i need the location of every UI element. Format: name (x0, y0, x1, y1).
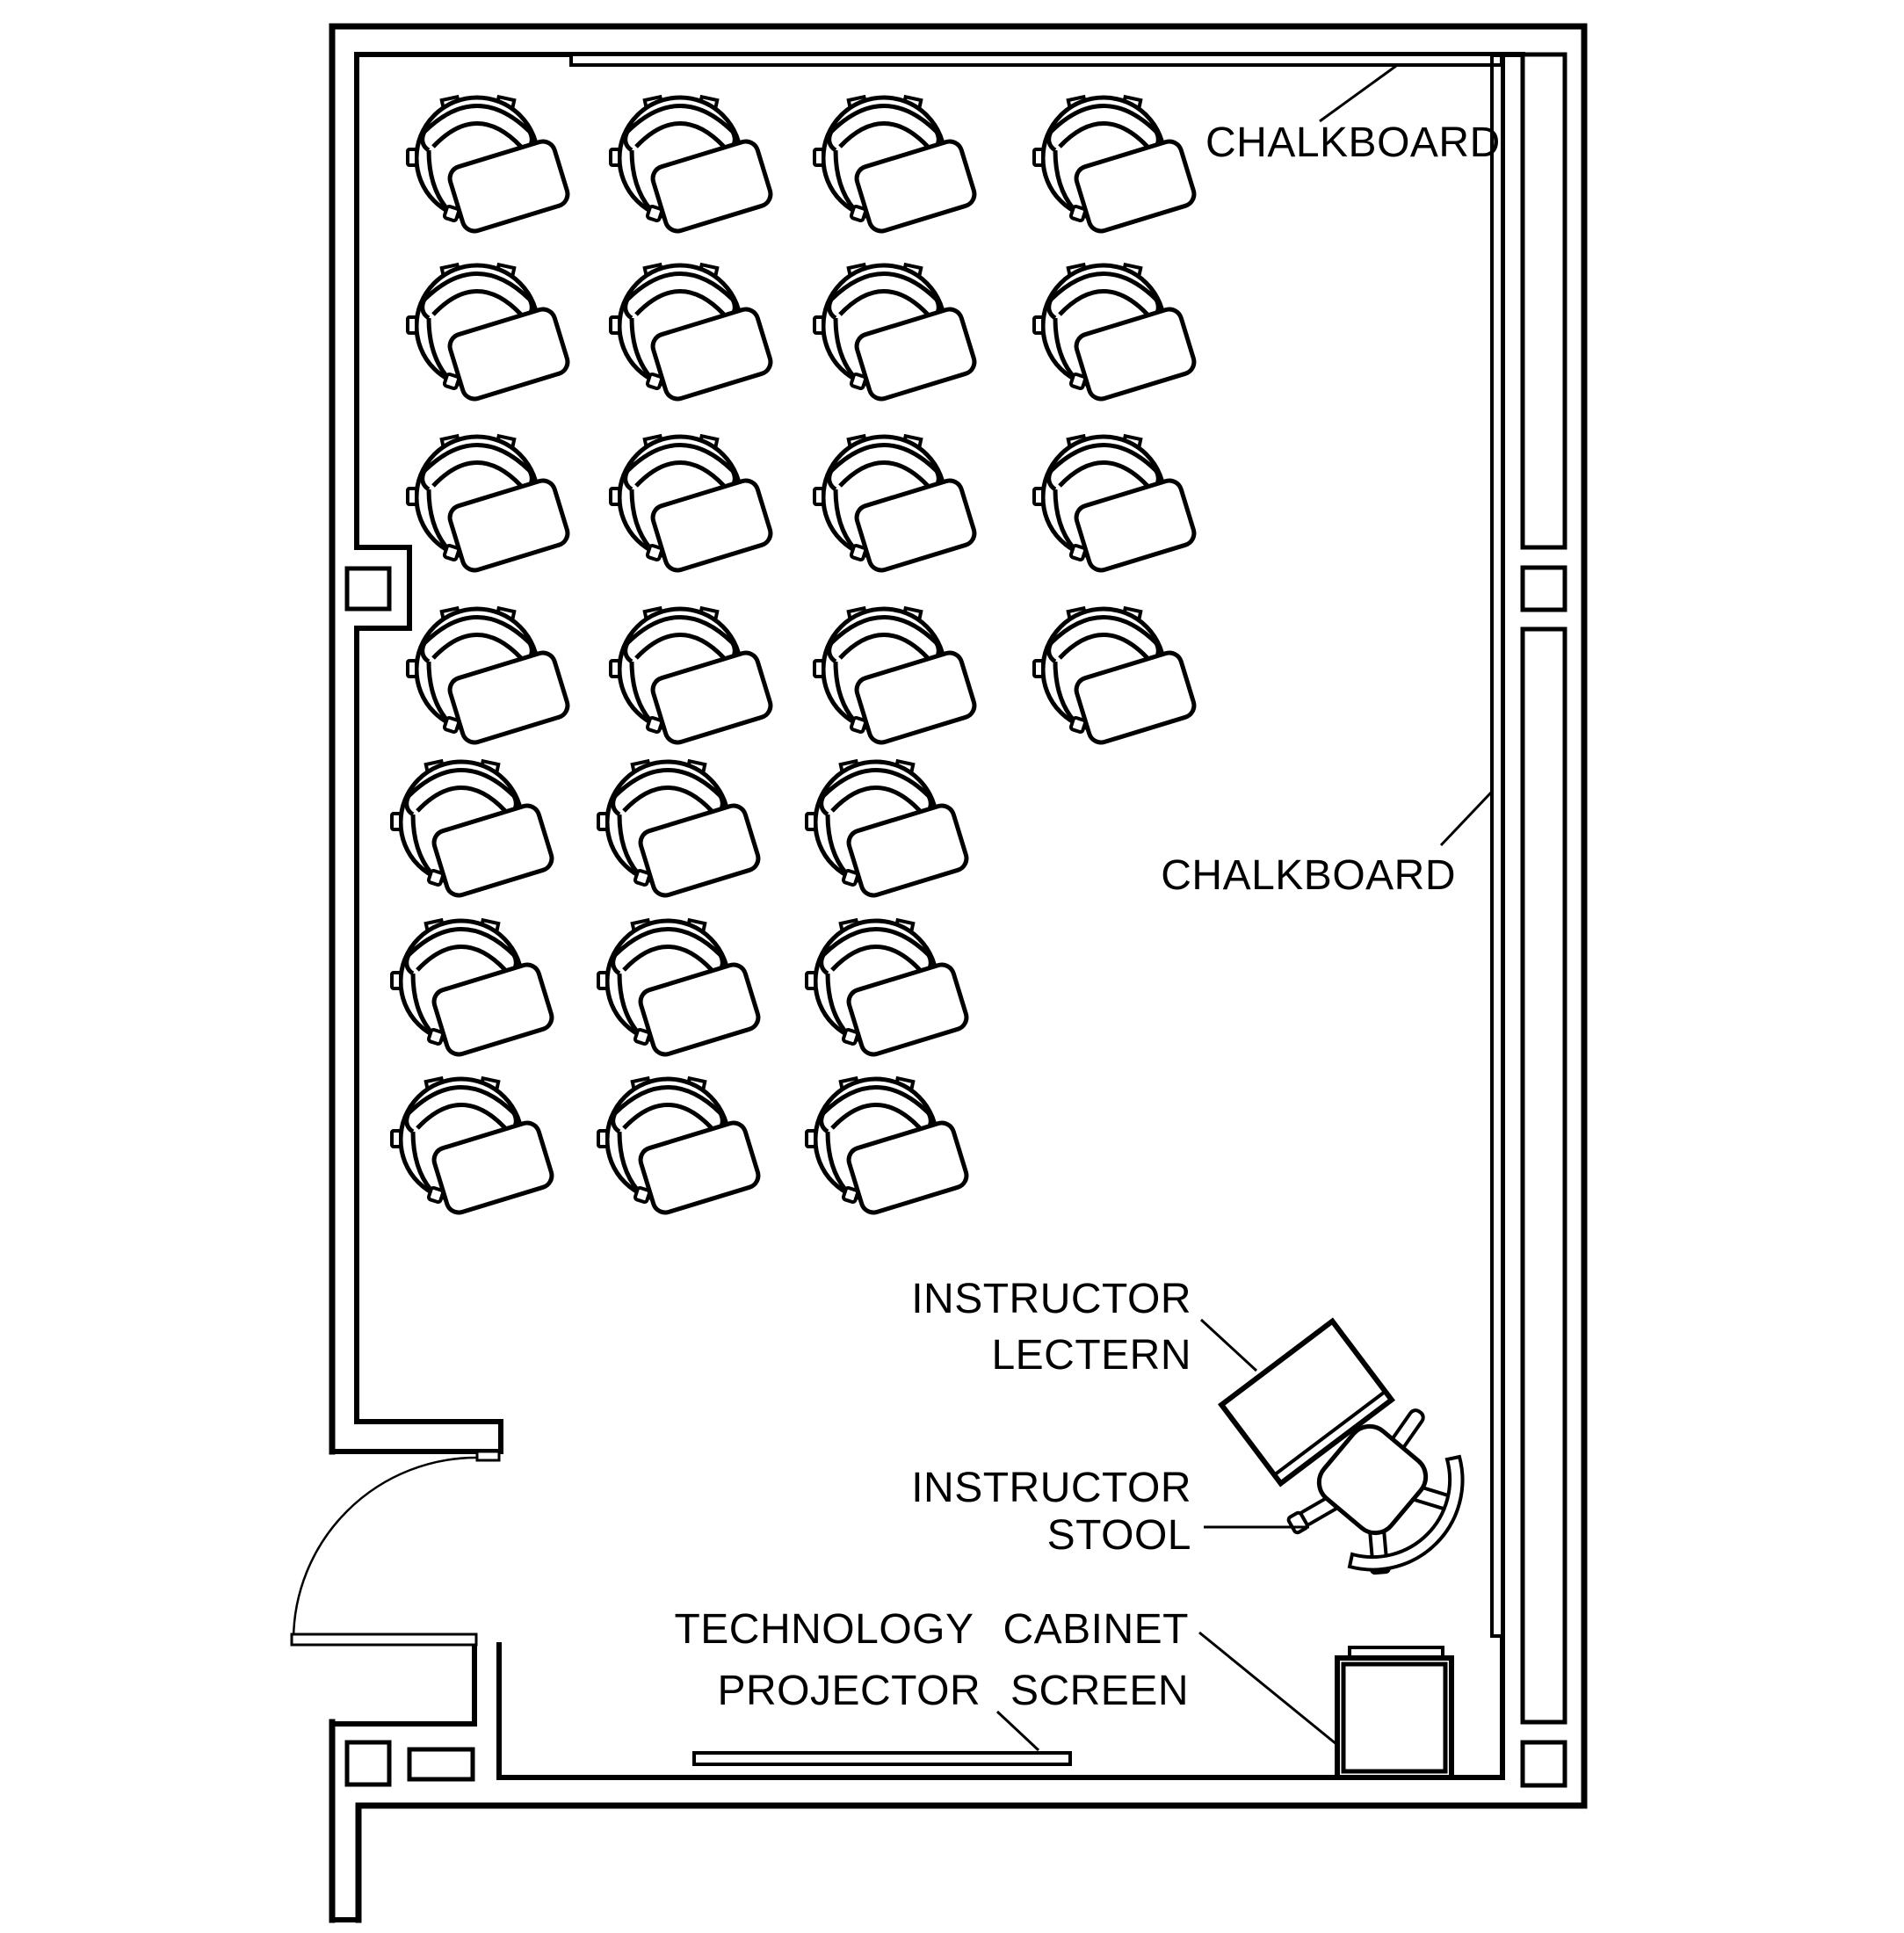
chair (598, 761, 761, 898)
left-pilaster-jog (354, 545, 412, 631)
door-leaf (290, 1633, 478, 1647)
student-chairs (392, 97, 1197, 1215)
right-column-upper (1520, 565, 1567, 612)
chair (408, 436, 570, 573)
stool-label-line1: INSTRUCTOR (911, 1465, 1191, 1511)
door-jamb (475, 1450, 501, 1462)
chair (408, 608, 570, 745)
projector-screen-symbol (692, 1751, 1072, 1766)
chair (814, 608, 977, 745)
leader-lines (995, 64, 1493, 1752)
instructor-lectern (1218, 1317, 1395, 1488)
lectern-label-line2: LECTERN (991, 1332, 1191, 1379)
lectern-leader (1199, 1318, 1258, 1372)
technology-cabinet (1335, 1646, 1454, 1780)
lectern-label-line1: INSTRUCTOR (911, 1276, 1191, 1322)
chalkboard-side-leader (1439, 791, 1493, 847)
chair (408, 264, 570, 402)
stool-backrest (1347, 1454, 1465, 1572)
pocket-column (344, 1740, 392, 1787)
right-cavity-lower (1520, 626, 1567, 1725)
chalkboard-top-label: CHALKBOARD (1205, 119, 1501, 166)
chair (611, 97, 773, 234)
chalkboard-side-surface (1490, 63, 1504, 1638)
chair (408, 97, 570, 234)
chair (392, 920, 554, 1057)
technology-cabinet-label: TECHNOLOGY CABINET (674, 1606, 1189, 1653)
right-column-lower (1520, 1740, 1567, 1788)
chair (611, 264, 773, 402)
pocket-niche (407, 1747, 475, 1782)
chair (392, 761, 554, 898)
chair (1034, 436, 1197, 573)
chair (807, 761, 969, 898)
chair (611, 608, 773, 745)
chair (1034, 608, 1197, 745)
screen-leader (995, 1710, 1040, 1752)
right-cavity-upper (1520, 52, 1567, 550)
chair (814, 97, 977, 234)
chair (807, 920, 969, 1057)
chair (598, 1078, 761, 1215)
chair (1034, 264, 1197, 402)
chair (598, 920, 761, 1057)
chalkboard-top-leader (1319, 64, 1397, 123)
chair (392, 1078, 554, 1215)
chalkboard-side-label: CHALKBOARD (1161, 852, 1456, 899)
chalkboard-top-surface (569, 53, 1494, 67)
cabinet-leader (1198, 1631, 1337, 1746)
chair (807, 1078, 969, 1215)
chair (1034, 97, 1197, 234)
chalkboards (569, 53, 1504, 1638)
entry-door (290, 1456, 478, 1647)
door-swing-arc (292, 1456, 478, 1640)
stool-seat (1316, 1423, 1429, 1536)
instructor-stool (1286, 1408, 1465, 1575)
left-column (344, 566, 392, 612)
chair (814, 436, 977, 573)
chair (611, 436, 773, 573)
chair (814, 264, 977, 402)
cabinet-inner (1341, 1662, 1448, 1774)
projector-screen-label: PROJECTOR SCREEN (717, 1668, 1189, 1714)
labels: CHALKBOARD CHALKBOARD INSTRUCTOR LECTERN… (674, 119, 1500, 1714)
lectern-lip (1273, 1389, 1386, 1477)
outer-wall (329, 23, 1588, 1923)
stool-label-line2: STOOL (1047, 1512, 1191, 1559)
lectern-top (1218, 1317, 1395, 1488)
